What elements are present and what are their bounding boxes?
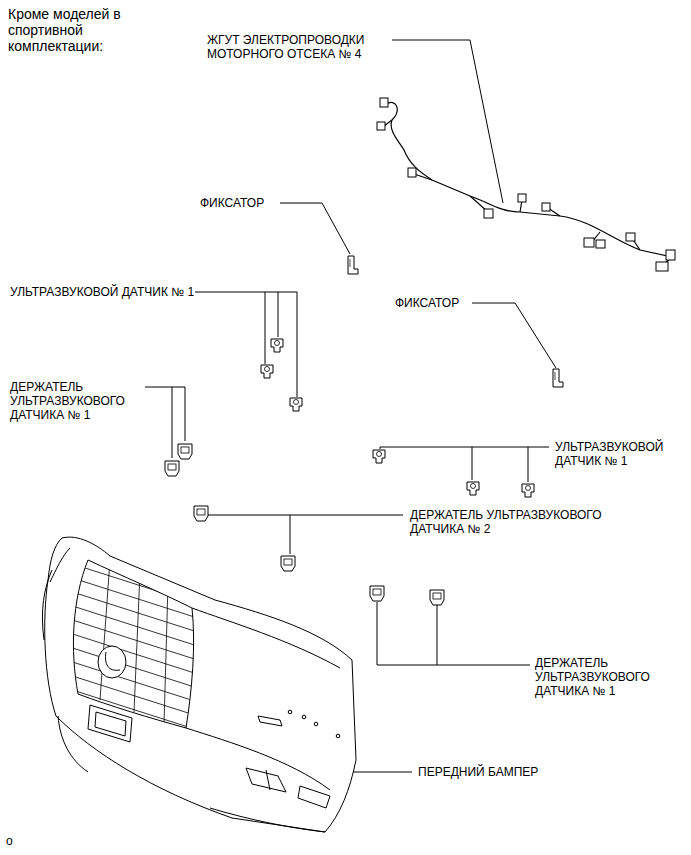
part-name: ДЕРЖАТЕЛЬ УЛЬТРАЗВУКОВОГО ДАТЧИКА № 2 [410,508,650,536]
wire-harness [377,98,675,271]
small-parts [165,256,563,605]
part-name: УЛЬТРАЗВУКОВОЙ ДАТЧИК № 1 [10,285,200,299]
figure-mark: o [6,834,13,848]
part-name: ДЕРЖАТЕЛЬ УЛЬТРАЗВУКОВОГО ДАТЧИКА № 1 [10,380,150,422]
part-name: УЛЬТРАЗВУКОВОЙ ДАТЧИК № 1 [555,440,685,468]
front-bumper [42,537,356,832]
part-name: ФИКСАТОР [200,196,264,210]
page-heading: Кроме моделей в спортивной комплектации: [8,6,148,54]
part-name: ДЕРЖАТЕЛЬ УЛЬТРАЗВУКОВОГО ДАТЧИКА № 1 [535,656,675,698]
part-name: ЖГУТ ЭЛЕКТРОПРОВОДКИ МОТОРНОГО ОТСЕКА № … [207,33,397,61]
part-name: ПЕРЕДНИЙ БАМПЕР [418,765,538,779]
part-name: ФИКСАТОР [395,296,459,310]
